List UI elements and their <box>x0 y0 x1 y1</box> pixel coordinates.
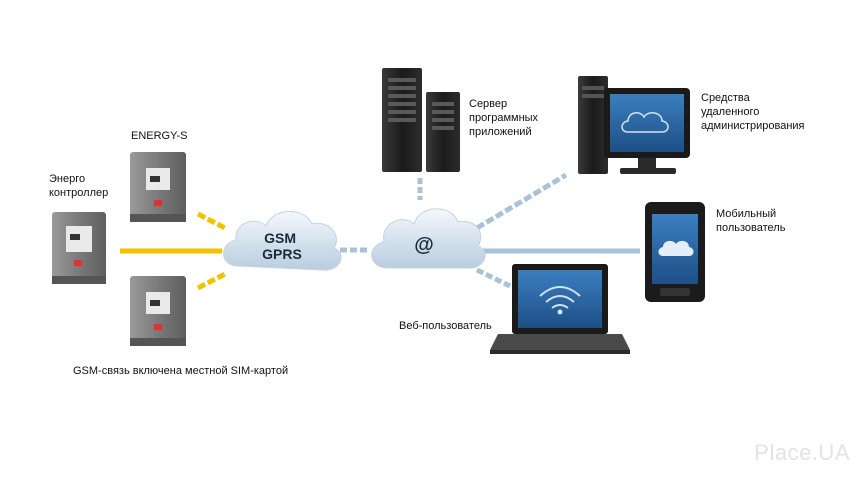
watermark: Place.UA <box>754 440 850 465</box>
remote-admin-label: Средства удаленного администрирования <box>701 92 805 132</box>
gsm-cloud-label: GSM GPRS <box>262 230 302 262</box>
internet-cloud: @ <box>371 208 486 269</box>
cloud-icon <box>621 112 669 133</box>
at-sign-icon: @ <box>414 234 434 256</box>
web-user-label: Веб-пользователь <box>399 320 492 332</box>
energy-controller-label: Энерго контроллер <box>49 173 109 199</box>
link-energys-bottom-gsm <box>196 271 227 291</box>
energy-s-device-bottom <box>130 276 186 346</box>
link-internet-laptop <box>475 267 512 289</box>
laptop-device <box>490 264 630 354</box>
link-energys-top-gsm <box>196 211 227 231</box>
mobile-user-label: Мобильный пользователь <box>716 208 786 234</box>
server-label: Сервер программных приложений <box>469 98 539 138</box>
gsm-note-label: GSM-связь включена местной SIM-картой <box>73 365 289 377</box>
server-device <box>382 68 460 172</box>
energy-controller-device <box>52 212 106 284</box>
net-links <box>340 172 640 289</box>
mobile-phone <box>645 202 705 302</box>
energy-s-device-top <box>130 152 186 222</box>
admin-computer <box>578 76 690 174</box>
gsm-links <box>120 211 227 291</box>
link-internet-admin <box>475 172 568 231</box>
cloud-icon <box>658 240 694 256</box>
wifi-icon <box>539 286 581 309</box>
gsm-cloud: GSM GPRS <box>223 211 342 271</box>
energy-s-label: ENERGY-S <box>131 130 188 142</box>
